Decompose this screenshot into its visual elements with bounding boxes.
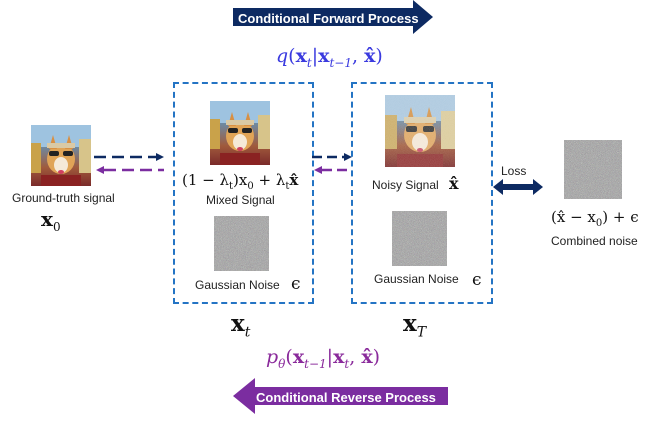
forward-process-label: Conditional Forward Process	[238, 11, 419, 26]
gaussian-noise-caption-t: Gaussian Noise	[195, 278, 280, 292]
xhat-symbol: x̂	[449, 174, 459, 193]
loss-arrow	[493, 179, 543, 195]
reverse-process-label: Conditional Reverse Process	[256, 390, 436, 405]
noisy-signal-image	[385, 95, 455, 167]
mixed-signal-caption: Mixed Signal	[206, 193, 275, 207]
frame-xT	[351, 82, 493, 304]
frames-arrows	[312, 153, 352, 174]
xT-label: xT	[403, 310, 427, 341]
reverse-formula: pθ(xt−1|xt, x̂)	[266, 346, 381, 371]
loss-label: Loss	[501, 164, 527, 178]
combined-noise-formula: (x̂ − x0) + ϵ	[551, 208, 639, 229]
mixed-signal-image	[210, 101, 270, 165]
gaussian-noise-image-T	[392, 211, 447, 266]
ground-truth-caption: Ground-truth signal	[12, 191, 115, 205]
gaussian-noise-caption-T: Gaussian Noise	[374, 272, 459, 286]
combined-noise-image	[564, 140, 622, 199]
x0-label: x0	[41, 207, 61, 234]
gt-frame-arrows	[94, 153, 164, 174]
ground-truth-image	[31, 125, 91, 186]
frame-xt	[173, 82, 314, 304]
xt-label: xt	[231, 310, 251, 341]
noisy-signal-caption: Noisy Signal	[372, 178, 439, 192]
forward-process-arrow	[233, 0, 433, 34]
combined-noise-caption: Combined noise	[551, 234, 638, 248]
epsilon-t: ϵ	[291, 274, 301, 294]
gaussian-noise-image-t	[214, 216, 269, 271]
mixed-formula: (1 − λt)x0 + λtx̂	[182, 171, 299, 192]
reverse-process-arrow	[233, 378, 448, 414]
forward-formula: q(xt|xt−1, x̂)	[276, 45, 383, 70]
epsilon-T: ϵ	[472, 270, 482, 290]
